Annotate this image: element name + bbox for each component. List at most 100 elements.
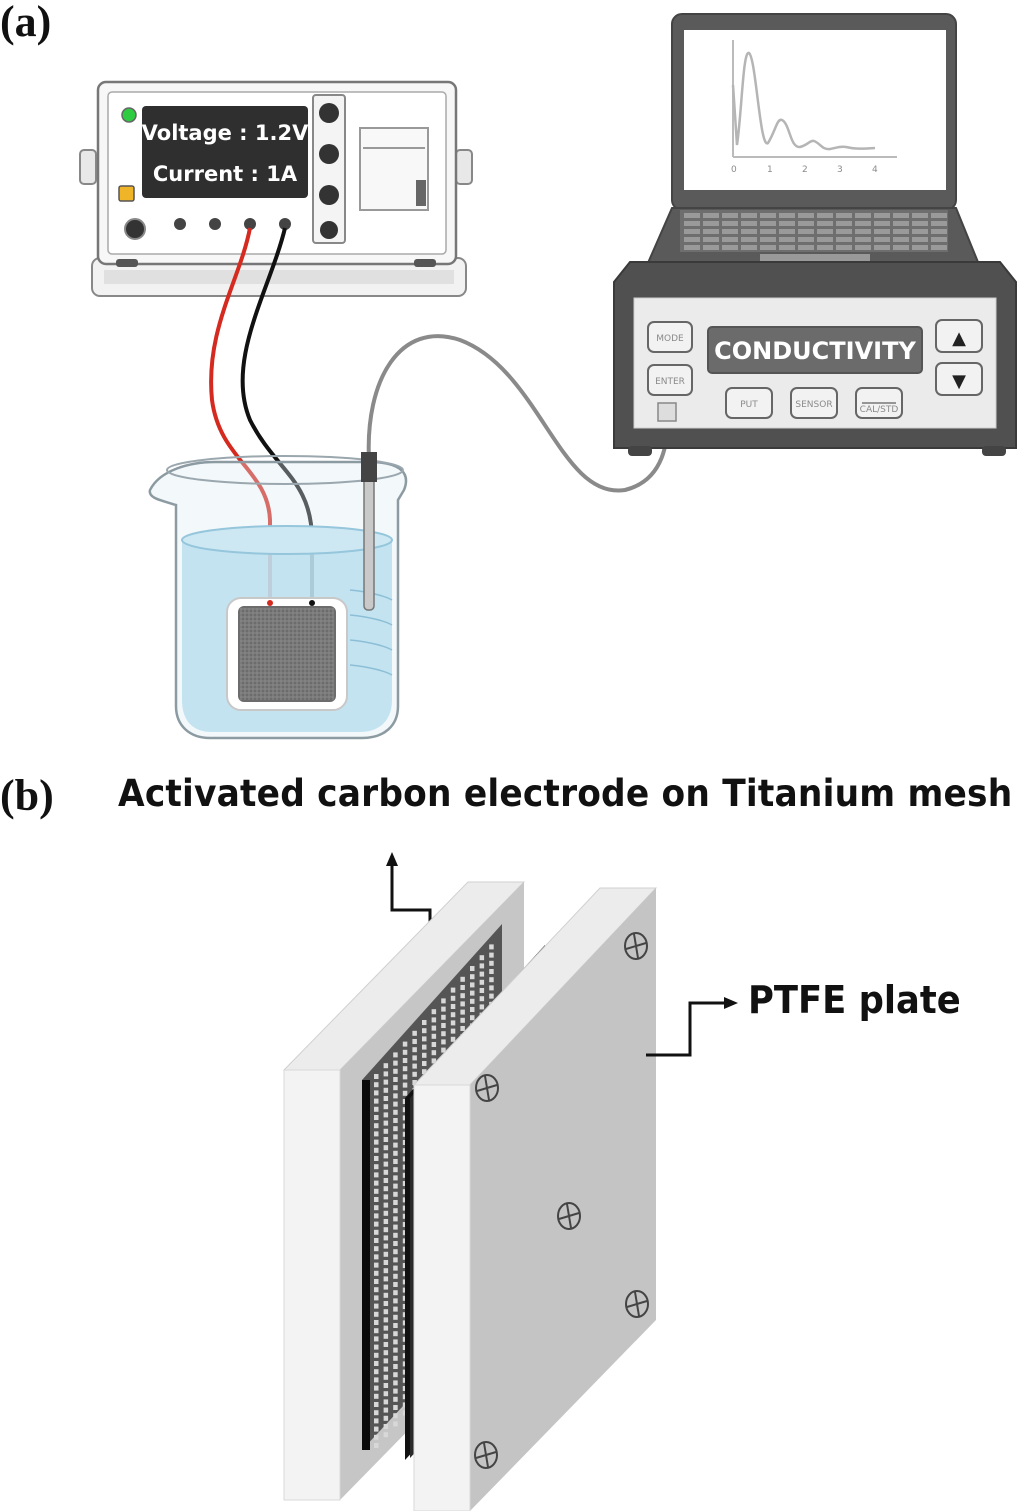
mesh-hole (393, 1298, 398, 1304)
mesh-hole (374, 1123, 379, 1129)
mesh-hole (374, 1074, 379, 1079)
keyboard-key (855, 245, 871, 250)
keyboard-key (817, 237, 833, 242)
keyboard-key (912, 237, 928, 242)
power-supply-display (142, 106, 308, 198)
svg-text:0: 0 (731, 165, 737, 175)
mesh-hole (431, 1009, 437, 1015)
mesh-hole (441, 998, 446, 1004)
mesh-hole (393, 1249, 398, 1255)
mesh-hole (393, 1257, 398, 1263)
laptop-screen (684, 30, 946, 190)
voltage-readout: Voltage : 1.2V (142, 121, 309, 145)
mesh-hole (470, 982, 475, 988)
mesh-hole (383, 1391, 389, 1397)
mesh-hole (441, 1014, 446, 1020)
mesh-hole (402, 1074, 408, 1080)
mesh-hole (374, 1205, 379, 1211)
mesh-hole (374, 1369, 379, 1375)
mode-button[interactable]: MODE (647, 321, 693, 353)
probe-cable (366, 334, 670, 493)
conductivity-probe (363, 459, 375, 611)
mesh-hole (393, 1273, 398, 1279)
mesh-hole (402, 1058, 408, 1063)
mesh-hole (393, 1134, 398, 1140)
mesh-hole (393, 1183, 398, 1189)
mesh-hole (383, 1219, 389, 1224)
mesh-hole (383, 1424, 389, 1429)
mesh-hole (393, 1282, 398, 1287)
mesh-hole (383, 1260, 389, 1265)
mesh-hole (393, 1126, 398, 1132)
keyboard-key (722, 221, 738, 226)
arrow-up-icon: ▲ (952, 328, 966, 349)
mesh-hole (422, 1044, 427, 1050)
mesh-hole (393, 1380, 398, 1386)
keyboard-key (855, 213, 871, 218)
mesh-hole (383, 1128, 389, 1134)
mesh-hole (374, 1287, 379, 1293)
keyboard-key (912, 229, 928, 234)
keyboard-key (931, 245, 947, 250)
mesh-hole (383, 1202, 389, 1208)
conductivity-display (707, 326, 923, 374)
mesh-hole (393, 1167, 398, 1173)
put-button[interactable]: PUT (725, 387, 773, 419)
mesh-hole (431, 1017, 437, 1023)
down-arrow-button[interactable]: ▼ (935, 362, 983, 396)
mesh-hole (383, 1342, 389, 1347)
mesh-hole (393, 1085, 398, 1091)
mesh-hole (383, 1276, 389, 1282)
keyboard-key (912, 221, 928, 226)
mesh-hole (460, 976, 465, 982)
keyboard-key (703, 229, 719, 234)
mesh-hole (402, 1082, 408, 1088)
mesh-hole (383, 1350, 389, 1356)
up-arrow-button[interactable]: ▲ (935, 319, 983, 353)
mesh-hole (393, 1314, 398, 1320)
mesh-hole (450, 987, 456, 993)
mesh-hole (393, 1216, 398, 1222)
enter-button[interactable]: ENTER (647, 364, 693, 396)
sensor-button[interactable]: SENSOR (790, 387, 838, 419)
mesh-hole (393, 1413, 398, 1419)
mesh-hole (479, 971, 485, 977)
mesh-hole (383, 1178, 389, 1183)
mesh-hole (374, 1336, 379, 1342)
mesh-hole (383, 1407, 389, 1413)
mesh-hole (393, 1052, 398, 1058)
mesh-hole (402, 1090, 408, 1096)
svg-text:2: 2 (802, 165, 808, 175)
keyboard-key (760, 221, 776, 226)
mesh-hole (489, 944, 494, 950)
mesh-hole (450, 1036, 456, 1042)
cal-std-button[interactable]: CAL/STD (855, 387, 903, 419)
mesh-hole (374, 1344, 379, 1350)
keyboard-key (798, 221, 814, 226)
mesh-hole (383, 1243, 389, 1249)
mesh-hole (470, 1015, 475, 1021)
keyboard-key (874, 245, 890, 250)
keyboard-key (836, 245, 852, 250)
keyboard-key (703, 213, 719, 218)
mesh-hole (441, 1047, 446, 1053)
mesh-hole (470, 998, 475, 1004)
keyboard-key (760, 245, 776, 250)
mesh-hole (374, 1156, 379, 1161)
mesh-hole (374, 1279, 379, 1284)
mesh-hole (489, 969, 494, 974)
keyboard-key (779, 245, 795, 250)
front-ptfe-plate (412, 887, 658, 1511)
keyboard-key (836, 229, 852, 234)
mesh-hole (489, 952, 494, 958)
keyboard-key (684, 245, 700, 250)
panel-label-b: (b) (0, 771, 54, 820)
mesh-hole (374, 1229, 379, 1235)
mesh-hole (383, 1292, 389, 1298)
keyboard-key (912, 213, 928, 218)
mesh-hole (479, 955, 485, 961)
mesh-hole (374, 1164, 379, 1170)
mesh-hole (460, 1017, 465, 1023)
mesh-hole (383, 1145, 389, 1151)
keyboard-key (798, 237, 814, 242)
